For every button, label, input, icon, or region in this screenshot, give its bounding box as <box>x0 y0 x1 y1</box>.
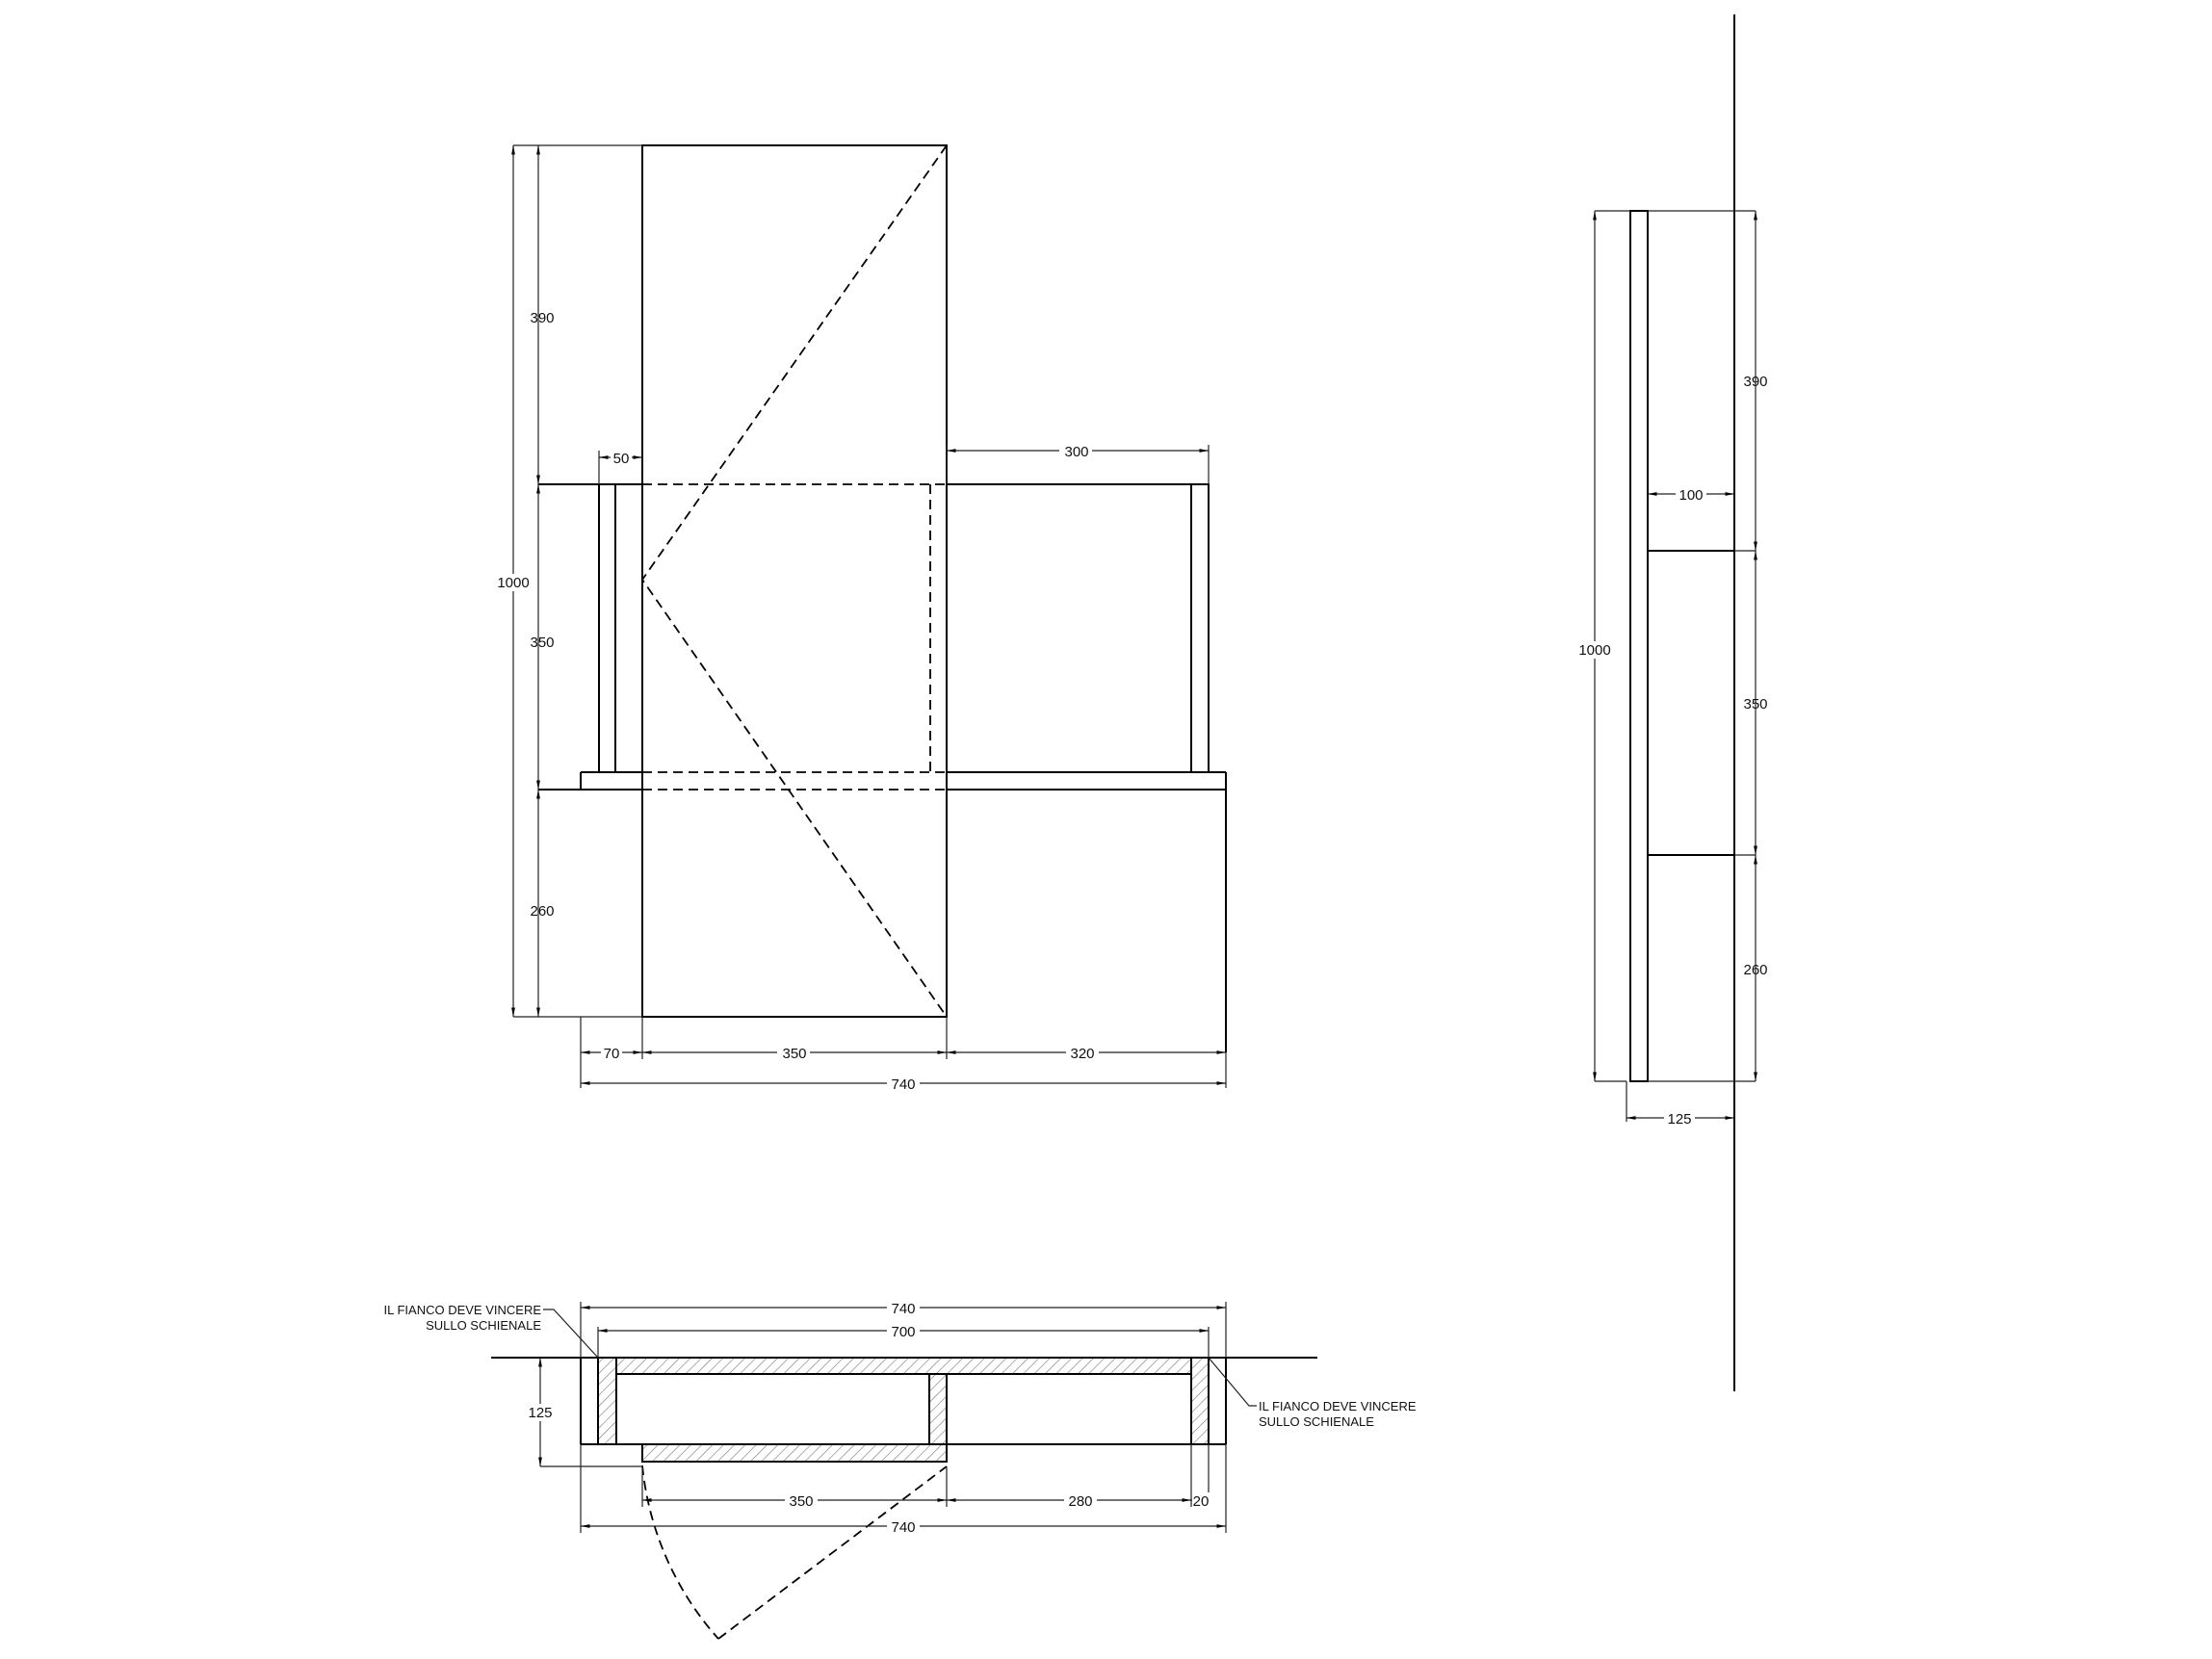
side-dim-shelf-depth: 100 <box>1679 487 1703 504</box>
door-swing-arc <box>641 1465 719 1640</box>
plan-view: 740 700 125 350 280 20 740 IL FIANCO DEV… <box>384 1300 1417 1640</box>
side-dim-middle: 350 <box>1743 696 1767 713</box>
middle-divider <box>928 1373 948 1445</box>
left-note-leader <box>543 1309 599 1359</box>
left-side-panel <box>597 1357 617 1445</box>
plan-dim-compartment: 280 <box>1068 1493 1092 1510</box>
plan-dim-outer: 740 <box>891 1301 915 1317</box>
right-note-leader <box>1208 1357 1257 1407</box>
plan-dim-total: 740 <box>891 1519 915 1536</box>
left-note-line1: IL FIANCO DEVE VINCERE <box>384 1303 542 1317</box>
side-dim-top: 390 <box>1743 374 1767 390</box>
side-dim-total-height: 1000 <box>1578 642 1610 659</box>
right-side-panel <box>1190 1357 1210 1445</box>
plan-door <box>641 1443 948 1463</box>
side-view: 1000 390 350 260 100 125 <box>1575 14 1768 1391</box>
front-dim-top: 390 <box>530 310 554 326</box>
front-dim-post-offset: 50 <box>613 451 630 467</box>
right-post <box>1190 483 1210 773</box>
side-dim-bottom: 260 <box>1743 962 1767 978</box>
left-post <box>598 483 616 773</box>
plan-dim-side: 20 <box>1193 1493 1210 1510</box>
door-panel <box>641 144 948 1018</box>
plan-dim-inner: 700 <box>891 1324 915 1340</box>
side-dim-total-depth: 125 <box>1667 1111 1691 1128</box>
front-dim-bottom: 260 <box>530 903 554 920</box>
front-dim-right-block: 320 <box>1070 1046 1094 1062</box>
front-dim-total-width: 740 <box>891 1076 915 1093</box>
right-note-line2: SULLO SCHIENALE <box>1259 1414 1374 1429</box>
plan-dim-door: 350 <box>789 1493 813 1510</box>
plan-dim-depth: 125 <box>528 1405 552 1421</box>
side-door-panel <box>1629 210 1649 1082</box>
front-dim-total-height: 1000 <box>497 575 529 591</box>
front-view: 1000 390 350 260 50 300 70 350 320 740 <box>496 144 1227 1093</box>
front-dim-right-shelf: 300 <box>1064 444 1088 460</box>
front-dim-door: 350 <box>782 1046 806 1062</box>
door-swing-lines <box>640 144 948 1018</box>
front-dim-left-base: 70 <box>604 1046 620 1062</box>
front-dim-middle: 350 <box>530 635 554 651</box>
left-note-line2: SULLO SCHIENALE <box>426 1318 541 1333</box>
right-note-line1: IL FIANCO DEVE VINCERE <box>1259 1399 1417 1413</box>
back-panel <box>615 1357 1192 1375</box>
